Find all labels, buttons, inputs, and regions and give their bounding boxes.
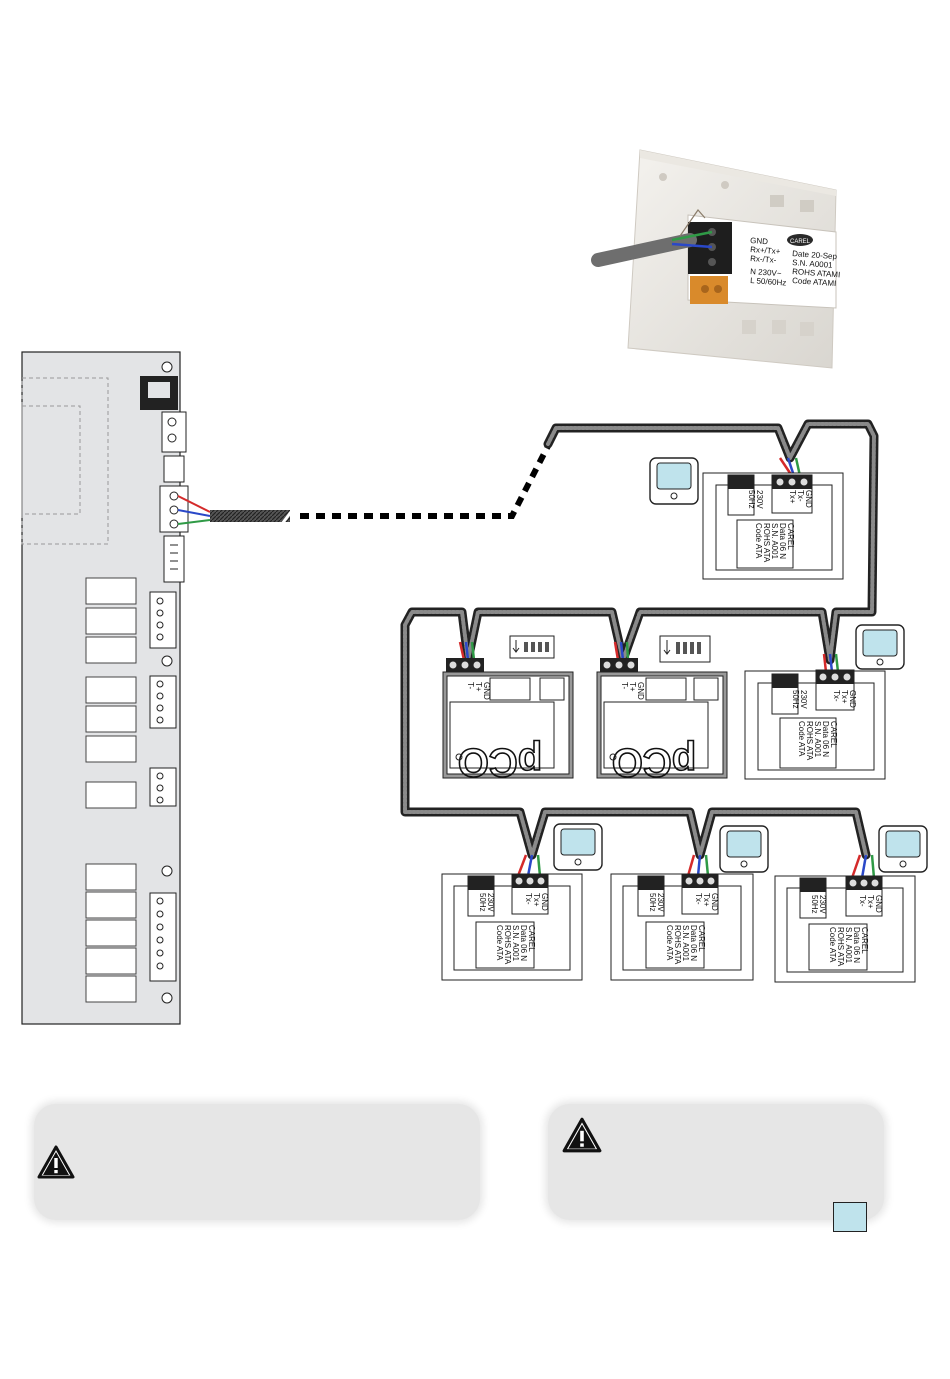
pco1-gnd: GND [482, 682, 491, 700]
mid-line-2: S.N. A001 [813, 721, 822, 758]
fieldbus-terminal [159, 485, 189, 533]
thermostat-icon [649, 457, 699, 505]
photo-label-rxtx-minus: Rx-/Tx- [750, 254, 777, 265]
controller-board [21, 351, 189, 1025]
photo-label-n230: N 230V~ [750, 267, 782, 278]
b2-line-1: Data 06 N [689, 925, 698, 961]
b3-line-0: CAREL [860, 927, 869, 954]
pco1-logo: pCO [458, 740, 542, 784]
b1-line-2: S.N. A001 [511, 925, 520, 962]
device-line-2: S.N. A001 [770, 523, 779, 560]
thermostat-icon [878, 825, 928, 873]
pco2-tplus: T+ [628, 682, 637, 692]
mid-line-0: CAREL [829, 721, 838, 748]
photo-line-2: ROHS ATAMI [792, 267, 841, 279]
mid-label-tx-minus: Tx- [832, 690, 841, 702]
b2-label-50hz: 50Hz [648, 893, 657, 912]
mid-label-50hz: 50Hz [791, 690, 800, 709]
label-50hz: 50Hz [747, 490, 756, 509]
b2-label-gnd: GND [710, 893, 719, 911]
b2-line-3: ROHS ATA [673, 925, 682, 965]
mid-line-1: Data 06 N [821, 721, 830, 757]
b3-label-gnd: GND [874, 895, 883, 913]
device-photo: GND Rx+/Tx+ Rx-/Tx- N 230V~ L 50/60Hz CA… [591, 149, 841, 369]
b1-line-3: ROHS ATA [503, 925, 512, 965]
b1-label-tx-minus: Tx- [524, 893, 533, 905]
network-cable-dashed [300, 444, 551, 519]
pco1-tminus: T- [466, 682, 475, 689]
photo-power-terminal [690, 276, 728, 304]
mid-label-gnd: GND [848, 690, 857, 708]
carel-logo [787, 234, 813, 246]
photo-label-rxtx-plus: Rx+/Tx+ [750, 245, 781, 256]
device-module-bottom-2: 230V 50Hz GND Tx+ Tx- CAREL Data 06 N S.… [610, 854, 754, 981]
device-line-1: Data 06 N [778, 523, 787, 559]
b3-line-2: S.N. A001 [844, 927, 853, 964]
mid-line-4: Code ATA [797, 721, 806, 757]
b3-line-4: Code ATA [828, 927, 837, 963]
device-line-4: Code ATA [754, 523, 763, 559]
pco1-tplus: T+ [474, 682, 483, 692]
thermostat-icon [719, 825, 769, 873]
pco-controller-2: GND T+ T- pCO [596, 635, 728, 785]
mid-line-3: ROHS ATA [805, 721, 814, 761]
b2-line-4: Code ATA [665, 925, 674, 961]
b2-line-0: CAREL [697, 925, 706, 952]
thermostat-icon [553, 823, 603, 871]
mid-label-tx-plus: Tx+ [840, 690, 849, 704]
b1-line-0: CAREL [527, 925, 536, 952]
b2-line-2: S.N. A001 [681, 925, 690, 962]
board-cable [177, 444, 551, 525]
b1-line-4: Code ATA [495, 925, 504, 961]
label-gnd: GND [804, 490, 813, 508]
b3-label-tx-minus: Tx- [858, 895, 867, 907]
photo-line-1: S.N. A0001 [792, 258, 834, 270]
photo-brand: CAREL [790, 239, 811, 245]
b2-label-tx-minus: Tx- [694, 893, 703, 905]
photo-line-0: Date 20-Sep [792, 249, 838, 261]
label-230v: 230V [755, 490, 764, 509]
b1-label-50hz: 50Hz [478, 893, 487, 912]
warning-icon [37, 1145, 75, 1179]
b2-label-tx-plus: Tx+ [702, 893, 711, 907]
b1-label-gnd: GND [540, 893, 549, 911]
b1-label-tx-plus: Tx+ [532, 893, 541, 907]
device-module-middle-right: 230V 50Hz GND Tx+ Tx- CAREL Data 06 N S.… [744, 653, 886, 780]
note-square-icon [833, 1202, 867, 1232]
photo-label-l5060: L 50/60Hz [750, 276, 787, 288]
pco2-gnd: GND [636, 682, 645, 700]
device-line-3: ROHS ATA [762, 523, 771, 563]
b1-label-230v: 230V [486, 893, 495, 912]
label-tx-minus: Tx- [796, 490, 805, 502]
device-module-bottom-1: 230V 50Hz GND Tx+ Tx- CAREL Data 06 N S.… [441, 854, 583, 981]
thermostat-icon [855, 624, 905, 670]
pco2-logo: pCO [612, 740, 696, 784]
b3-label-50hz: 50Hz [810, 895, 819, 914]
b2-label-230v: 230V [656, 893, 665, 912]
mid-label-230v: 230V [799, 690, 808, 709]
b3-line-3: ROHS ATA [836, 927, 845, 967]
b3-line-1: Data 06 N [852, 927, 861, 963]
warning-box-left [34, 1104, 480, 1220]
pco-controller-1: GND T+ T- pCO [442, 635, 574, 785]
device-module-bottom-3: 230V 50Hz GND Tx+ Tx- CAREL Data 06 N S.… [774, 854, 916, 983]
label-tx-plus: Tx+ [788, 490, 797, 504]
warning-box-right [548, 1104, 884, 1220]
photo-line-3: Code ATAMI [792, 276, 837, 288]
device-module-top-right: 230V 50Hz GND Tx- Tx+ CAREL Data 06 N S.… [702, 457, 844, 580]
warning-icon [562, 1117, 602, 1153]
b3-label-230v: 230V [818, 895, 827, 914]
b3-label-tx-plus: Tx+ [866, 895, 875, 909]
photo-label-gnd: GND [750, 236, 769, 246]
device-line-0: CAREL [786, 523, 795, 550]
b1-line-1: Data 06 N [519, 925, 528, 961]
pco2-tminus: T- [620, 682, 629, 689]
